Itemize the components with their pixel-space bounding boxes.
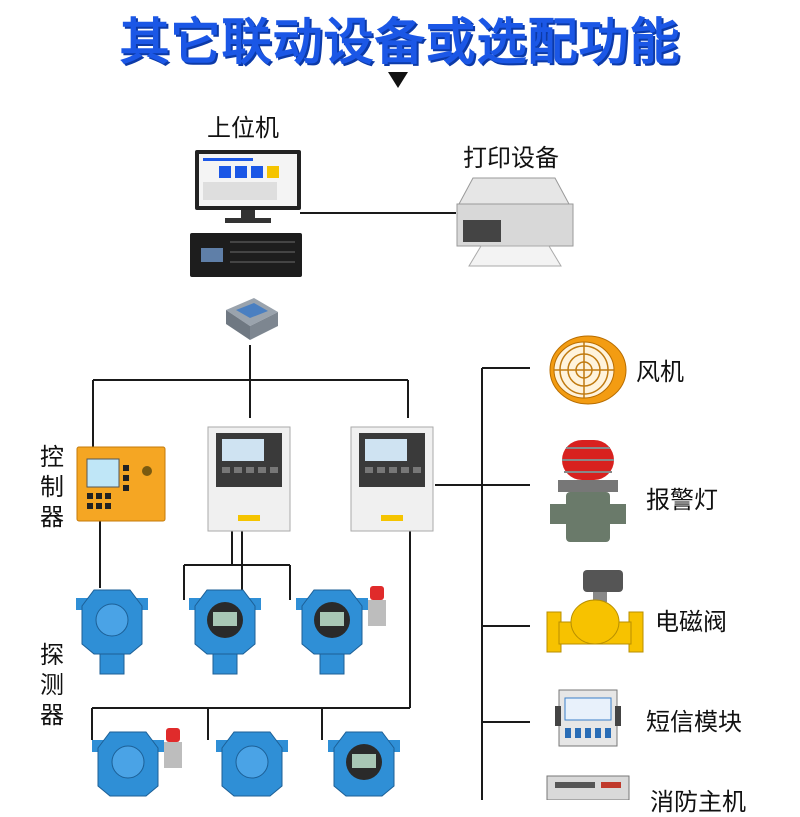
gas-detector-icon (216, 731, 288, 797)
gas-detector-alarm-icon (92, 728, 182, 797)
fire-host-icon (546, 775, 630, 800)
printer-label: 打印设备 (463, 144, 559, 172)
host-computer-icon (190, 150, 302, 277)
gas-detector-display-icon (328, 731, 400, 797)
solenoid-valve-icon (546, 570, 644, 653)
controller-label: 控制器 (40, 443, 64, 531)
sms-module-label: 短信模块 (646, 708, 742, 736)
connection-wires (91, 212, 530, 800)
down-triangle-icon (388, 72, 408, 88)
gas-detector-alarm-icon (296, 586, 386, 675)
page-title: 其它联动设备或选配功能 (119, 13, 681, 71)
fan-label: 风机 (636, 358, 684, 386)
printer-icon (456, 177, 574, 267)
detector-label: 探测器 (40, 641, 64, 729)
alarm-light-icon (550, 440, 626, 542)
sms-module-icon (555, 689, 621, 747)
gas-detector-icon (76, 589, 148, 675)
controller-icon (76, 446, 166, 522)
signal-converter-icon (226, 298, 278, 340)
gas-detector-display-icon (189, 589, 261, 675)
solenoid-valve-label: 电磁阀 (655, 608, 727, 636)
alarm-light-label: 报警灯 (646, 486, 718, 514)
host-label: 上位机 (207, 114, 279, 142)
fan-icon (549, 335, 627, 405)
alarm-cabinet-1-icon (207, 426, 291, 532)
alarm-cabinet-2-icon (350, 426, 434, 532)
